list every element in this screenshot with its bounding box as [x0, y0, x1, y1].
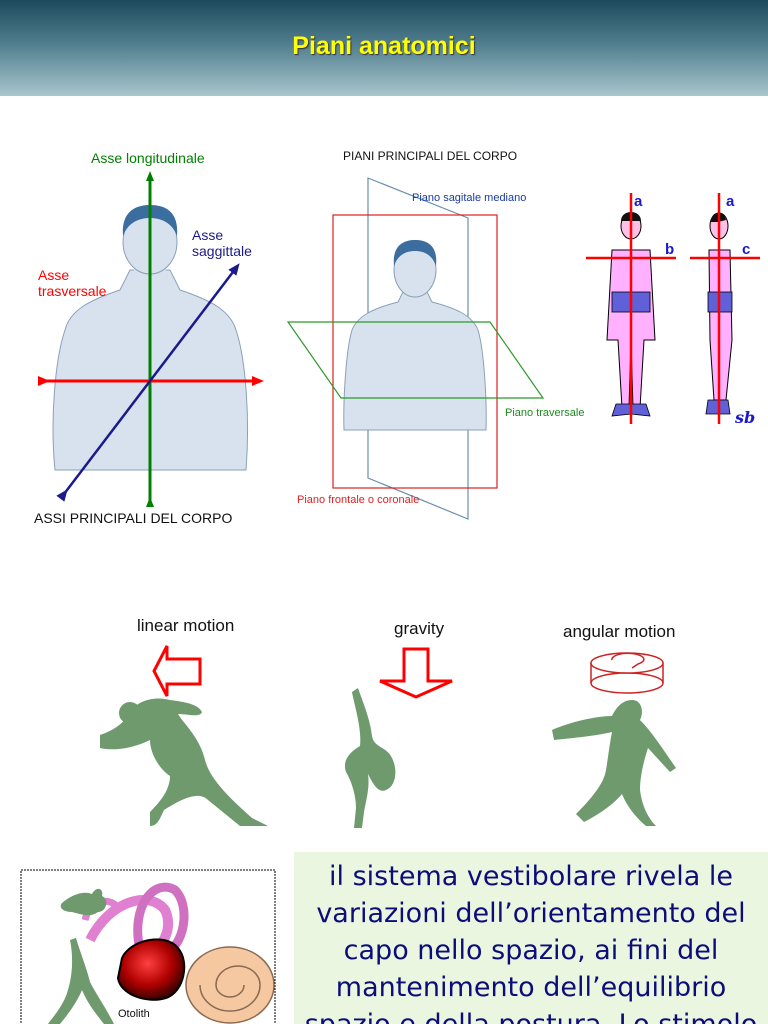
planes-torso — [344, 240, 486, 430]
longitudinal-axis-label: Asse longitudinale — [91, 150, 205, 166]
linear-motion-panel: linear motion — [100, 616, 268, 826]
transverse-axis-label-2: trasversale — [38, 283, 107, 299]
discus-thrower-silhouette — [552, 700, 676, 826]
planes-figure: PIANI PRINCIPALI DEL CORPO Piano sagital… — [288, 149, 585, 519]
angular-motion-label: angular motion — [563, 622, 675, 641]
gymnast-silhouette — [345, 688, 395, 828]
front-body-figure — [586, 193, 676, 424]
frontal-plane-label: Piano frontale o coronale — [297, 494, 419, 506]
planes-heading: PIANI PRINCIPALI DEL CORPO — [343, 149, 517, 163]
vestibular-text-box: il sistema vestibolare rivela le variazi… — [294, 852, 768, 1024]
axes-letters-figure: a b a c sb — [586, 193, 760, 427]
sagittal-axis-label-1: Asse — [192, 227, 223, 243]
otolith-label: Otolith — [118, 1008, 150, 1020]
front-axis-b: b — [665, 241, 674, 258]
side-axis-c: c — [742, 241, 750, 258]
axes-figure: Asse longitudinale Asse saggittale Asse … — [34, 150, 258, 526]
inner-ear-figure: Otolith — [21, 870, 275, 1024]
sagittal-plane-label: Piano sagitale mediano — [412, 192, 526, 204]
gravity-arrow — [380, 649, 452, 697]
gravity-label: gravity — [394, 619, 445, 638]
side-axis-a: a — [726, 193, 735, 210]
transverse-axis-label-1: Asse — [38, 267, 69, 283]
rotation-disc — [591, 653, 663, 693]
front-axis-a: a — [634, 193, 643, 210]
vestibular-description: il sistema vestibolare rivela le variazi… — [294, 858, 768, 1024]
angular-motion-panel: angular motion — [552, 622, 676, 826]
side-body-figure — [690, 193, 760, 424]
transverse-plane-label: Piano traversale — [505, 407, 585, 419]
linear-motion-arrow — [154, 646, 200, 696]
gravity-panel: gravity — [345, 619, 452, 828]
axes-caption: ASSI PRINCIPALI DEL CORPO — [34, 510, 232, 526]
linear-motion-label: linear motion — [137, 616, 234, 635]
sagittal-axis-label-2: saggittale — [192, 243, 252, 259]
side-axis-sb: sb — [734, 408, 755, 427]
